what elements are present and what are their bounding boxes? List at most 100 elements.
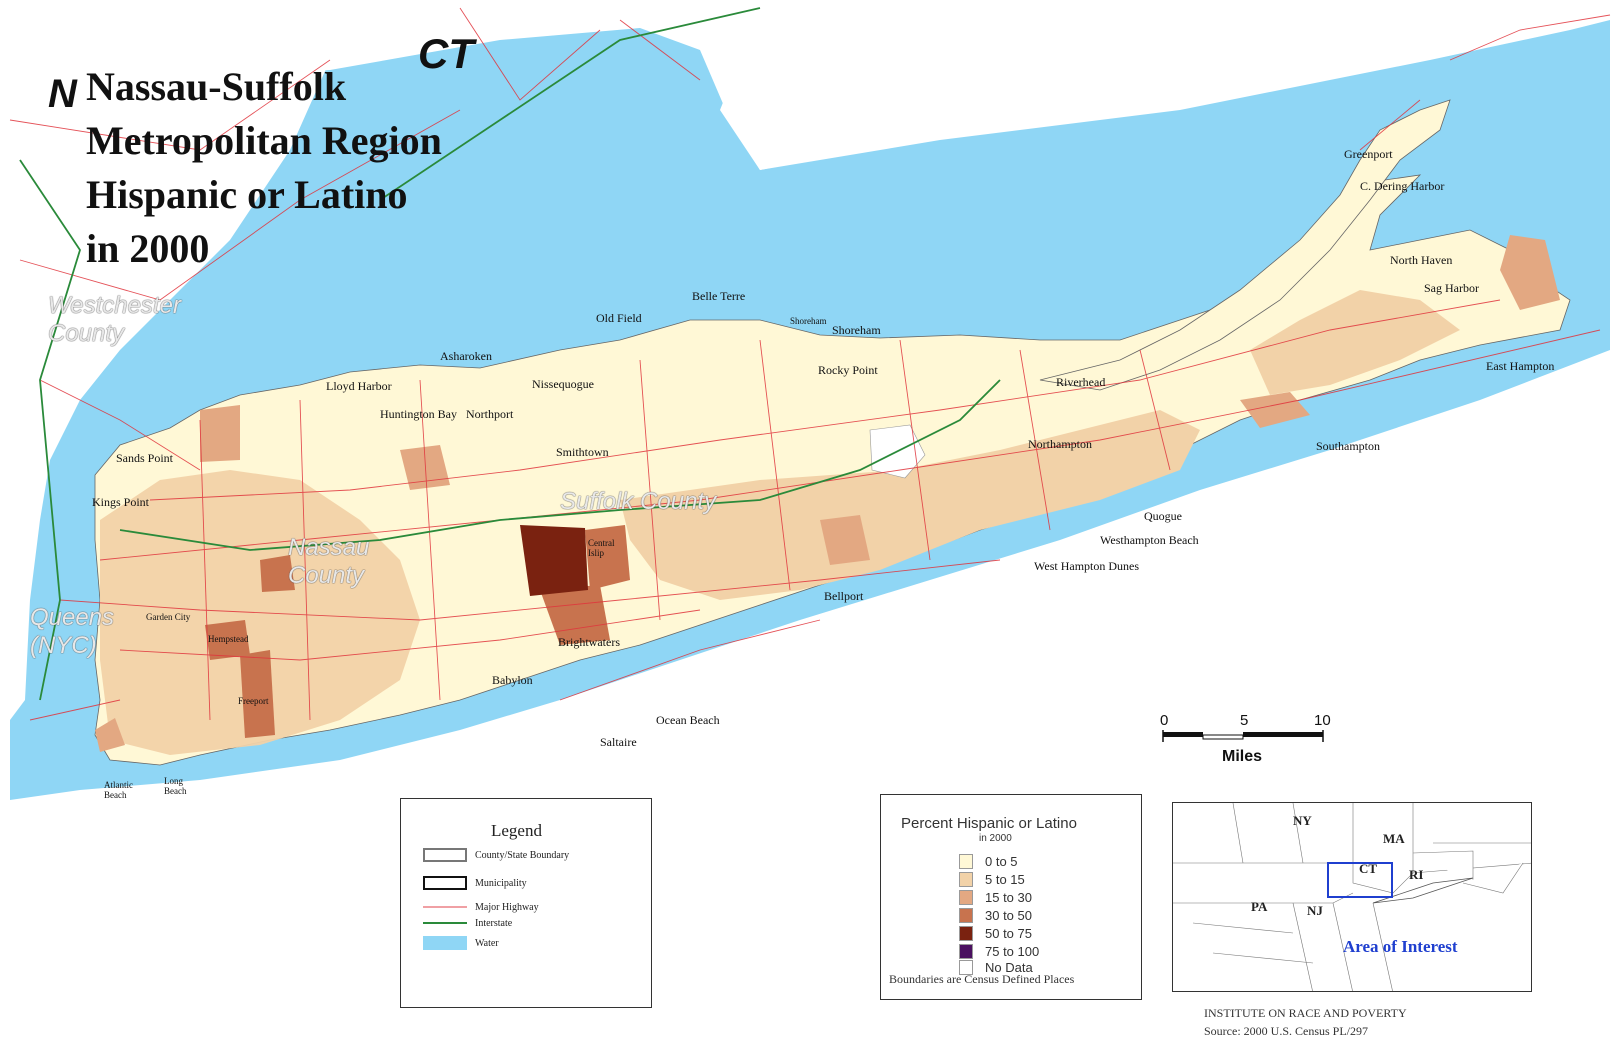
inset-map: NY MA CT RI PA NJ Area of Interest [1172, 802, 1532, 992]
percent-class-label: 0 to 5 [985, 854, 1018, 869]
scale-bar [1162, 730, 1324, 742]
place-label: Central Islip [588, 538, 615, 558]
credit-institute: INSTITUTE ON RACE AND POVERTY [1204, 1006, 1407, 1020]
region-15to30-c [820, 515, 870, 565]
percent-class-label: 30 to 50 [985, 908, 1032, 923]
percent-class-row: 15 to 30 [959, 889, 1032, 906]
place-label: West Hampton Dunes [1034, 559, 1140, 573]
inset-label: CT [1359, 861, 1378, 876]
water-symbol [423, 936, 467, 950]
percent-class-row: 30 to 50 [959, 907, 1032, 924]
percent-legend-note: Boundaries are Census Defined Places [889, 972, 1075, 986]
scale-tick-10: 10 [1314, 712, 1331, 729]
place-label: Kings Point [92, 495, 150, 509]
place-label: C. Dering Harbor [1360, 179, 1445, 193]
place-label: Freeport [238, 696, 269, 706]
place-label: Long Beach [164, 776, 187, 796]
percent-class-label: 75 to 100 [985, 944, 1040, 959]
area-of-interest-label: Area of Interest [1343, 937, 1458, 956]
county-label-queens: Queens (NYC) [30, 604, 115, 659]
percent-class-row: No Data [959, 959, 1033, 976]
place-label: Riverhead [1056, 375, 1106, 389]
place-label: Garden City [146, 612, 191, 622]
percent-legend-title: Percent Hispanic or Latino [901, 815, 1077, 832]
region-30to50-b [540, 585, 610, 645]
percent-class-row: 5 to 15 [959, 871, 1025, 888]
percent-swatch [959, 944, 973, 959]
region-15to30-a [1500, 235, 1560, 310]
legend-row: County/State Boundary [423, 847, 569, 863]
percent-swatch [959, 960, 973, 975]
place-label: Brightwaters [558, 635, 620, 649]
municipality-symbol [423, 876, 467, 890]
place-label: Shoreham [790, 316, 827, 326]
legend-box: Legend County/State Boundary Municipalit… [400, 798, 652, 1008]
percent-class-label: 50 to 75 [985, 926, 1032, 941]
percent-swatch [959, 908, 973, 923]
inset-label: NY [1293, 813, 1312, 828]
place-label: Belle Terre [692, 289, 746, 303]
region-15to30-b [1240, 392, 1310, 428]
percent-swatch [959, 872, 973, 887]
county-label-suffolk: Suffolk County [560, 488, 717, 515]
percent-class-row: 0 to 5 [959, 853, 1018, 870]
place-label: Saltaire [600, 735, 637, 749]
map-title: Nassau-Suffolk Metropolitan Region Hispa… [86, 60, 506, 276]
place-label: Sands Point [116, 451, 174, 465]
county-boundary-symbol [423, 848, 467, 862]
percent-class-label: 15 to 30 [985, 890, 1032, 905]
road-network [9, 7, 1611, 721]
inset-label: RI [1409, 867, 1424, 882]
county-label-westchester: Westchester County [48, 292, 181, 347]
region-30to50-e [260, 555, 295, 592]
percent-swatch [959, 854, 973, 869]
inset-map-graphic [1173, 803, 1531, 991]
region-15to30-e [200, 405, 240, 462]
legend-label: Water [475, 937, 499, 949]
place-label: Smithtown [556, 445, 609, 459]
inset-label: PA [1251, 899, 1268, 914]
place-label: Atlantic Beach [104, 780, 133, 800]
inset-label: NJ [1307, 903, 1323, 918]
county-label-nassau: Nassau County [288, 534, 370, 589]
inset-label: MA [1383, 831, 1405, 846]
legend-title: Legend [491, 821, 542, 840]
major-highway-symbol [423, 906, 467, 908]
place-label: North Haven [1390, 253, 1453, 267]
region-30to50-c [240, 650, 275, 738]
place-label: Huntington Bay [380, 407, 457, 421]
place-label: Babylon [492, 673, 533, 687]
percent-class-label: 5 to 15 [985, 872, 1025, 887]
percent-class-row: 50 to 75 [959, 925, 1032, 942]
region-50to75 [520, 525, 588, 596]
scale-unit: Miles [1222, 748, 1263, 765]
legend-label: Interstate [475, 917, 513, 929]
connecticut-land [10, 0, 1610, 170]
place-label: Hempstead [208, 634, 249, 644]
place-label: Shoreham [832, 323, 881, 337]
place-label: Bellport [824, 589, 864, 603]
percent-class-row: 75 to 100 [959, 943, 1039, 960]
region-30to50-d [205, 620, 250, 660]
mainland-west [10, 8, 330, 720]
place-label: Northport [466, 407, 514, 421]
percent-legend-subtitle: in 2000 [979, 833, 1012, 844]
legend-row: Major Highway [423, 899, 539, 915]
percent-swatch [959, 890, 973, 905]
legend-row: Interstate [423, 915, 512, 931]
place-label: Old Field [596, 311, 642, 325]
percent-class-label: No Data [985, 960, 1033, 975]
scale-tick-5: 5 [1240, 712, 1249, 729]
state-label-ct: CT [418, 30, 474, 77]
north-arrow-label: N [48, 72, 77, 116]
place-label: Lloyd Harbor [326, 379, 392, 393]
region-15to30-f [95, 718, 125, 752]
legend-label: County/State Boundary [475, 849, 570, 861]
region-5to15-central [620, 410, 1200, 600]
north-fork-land [1039, 99, 1451, 391]
place-label: Quogue [1144, 509, 1182, 523]
place-label: East Hampton [1486, 359, 1555, 373]
scale-tick-0: 0 [1160, 712, 1169, 729]
place-label: Asharoken [440, 349, 492, 363]
